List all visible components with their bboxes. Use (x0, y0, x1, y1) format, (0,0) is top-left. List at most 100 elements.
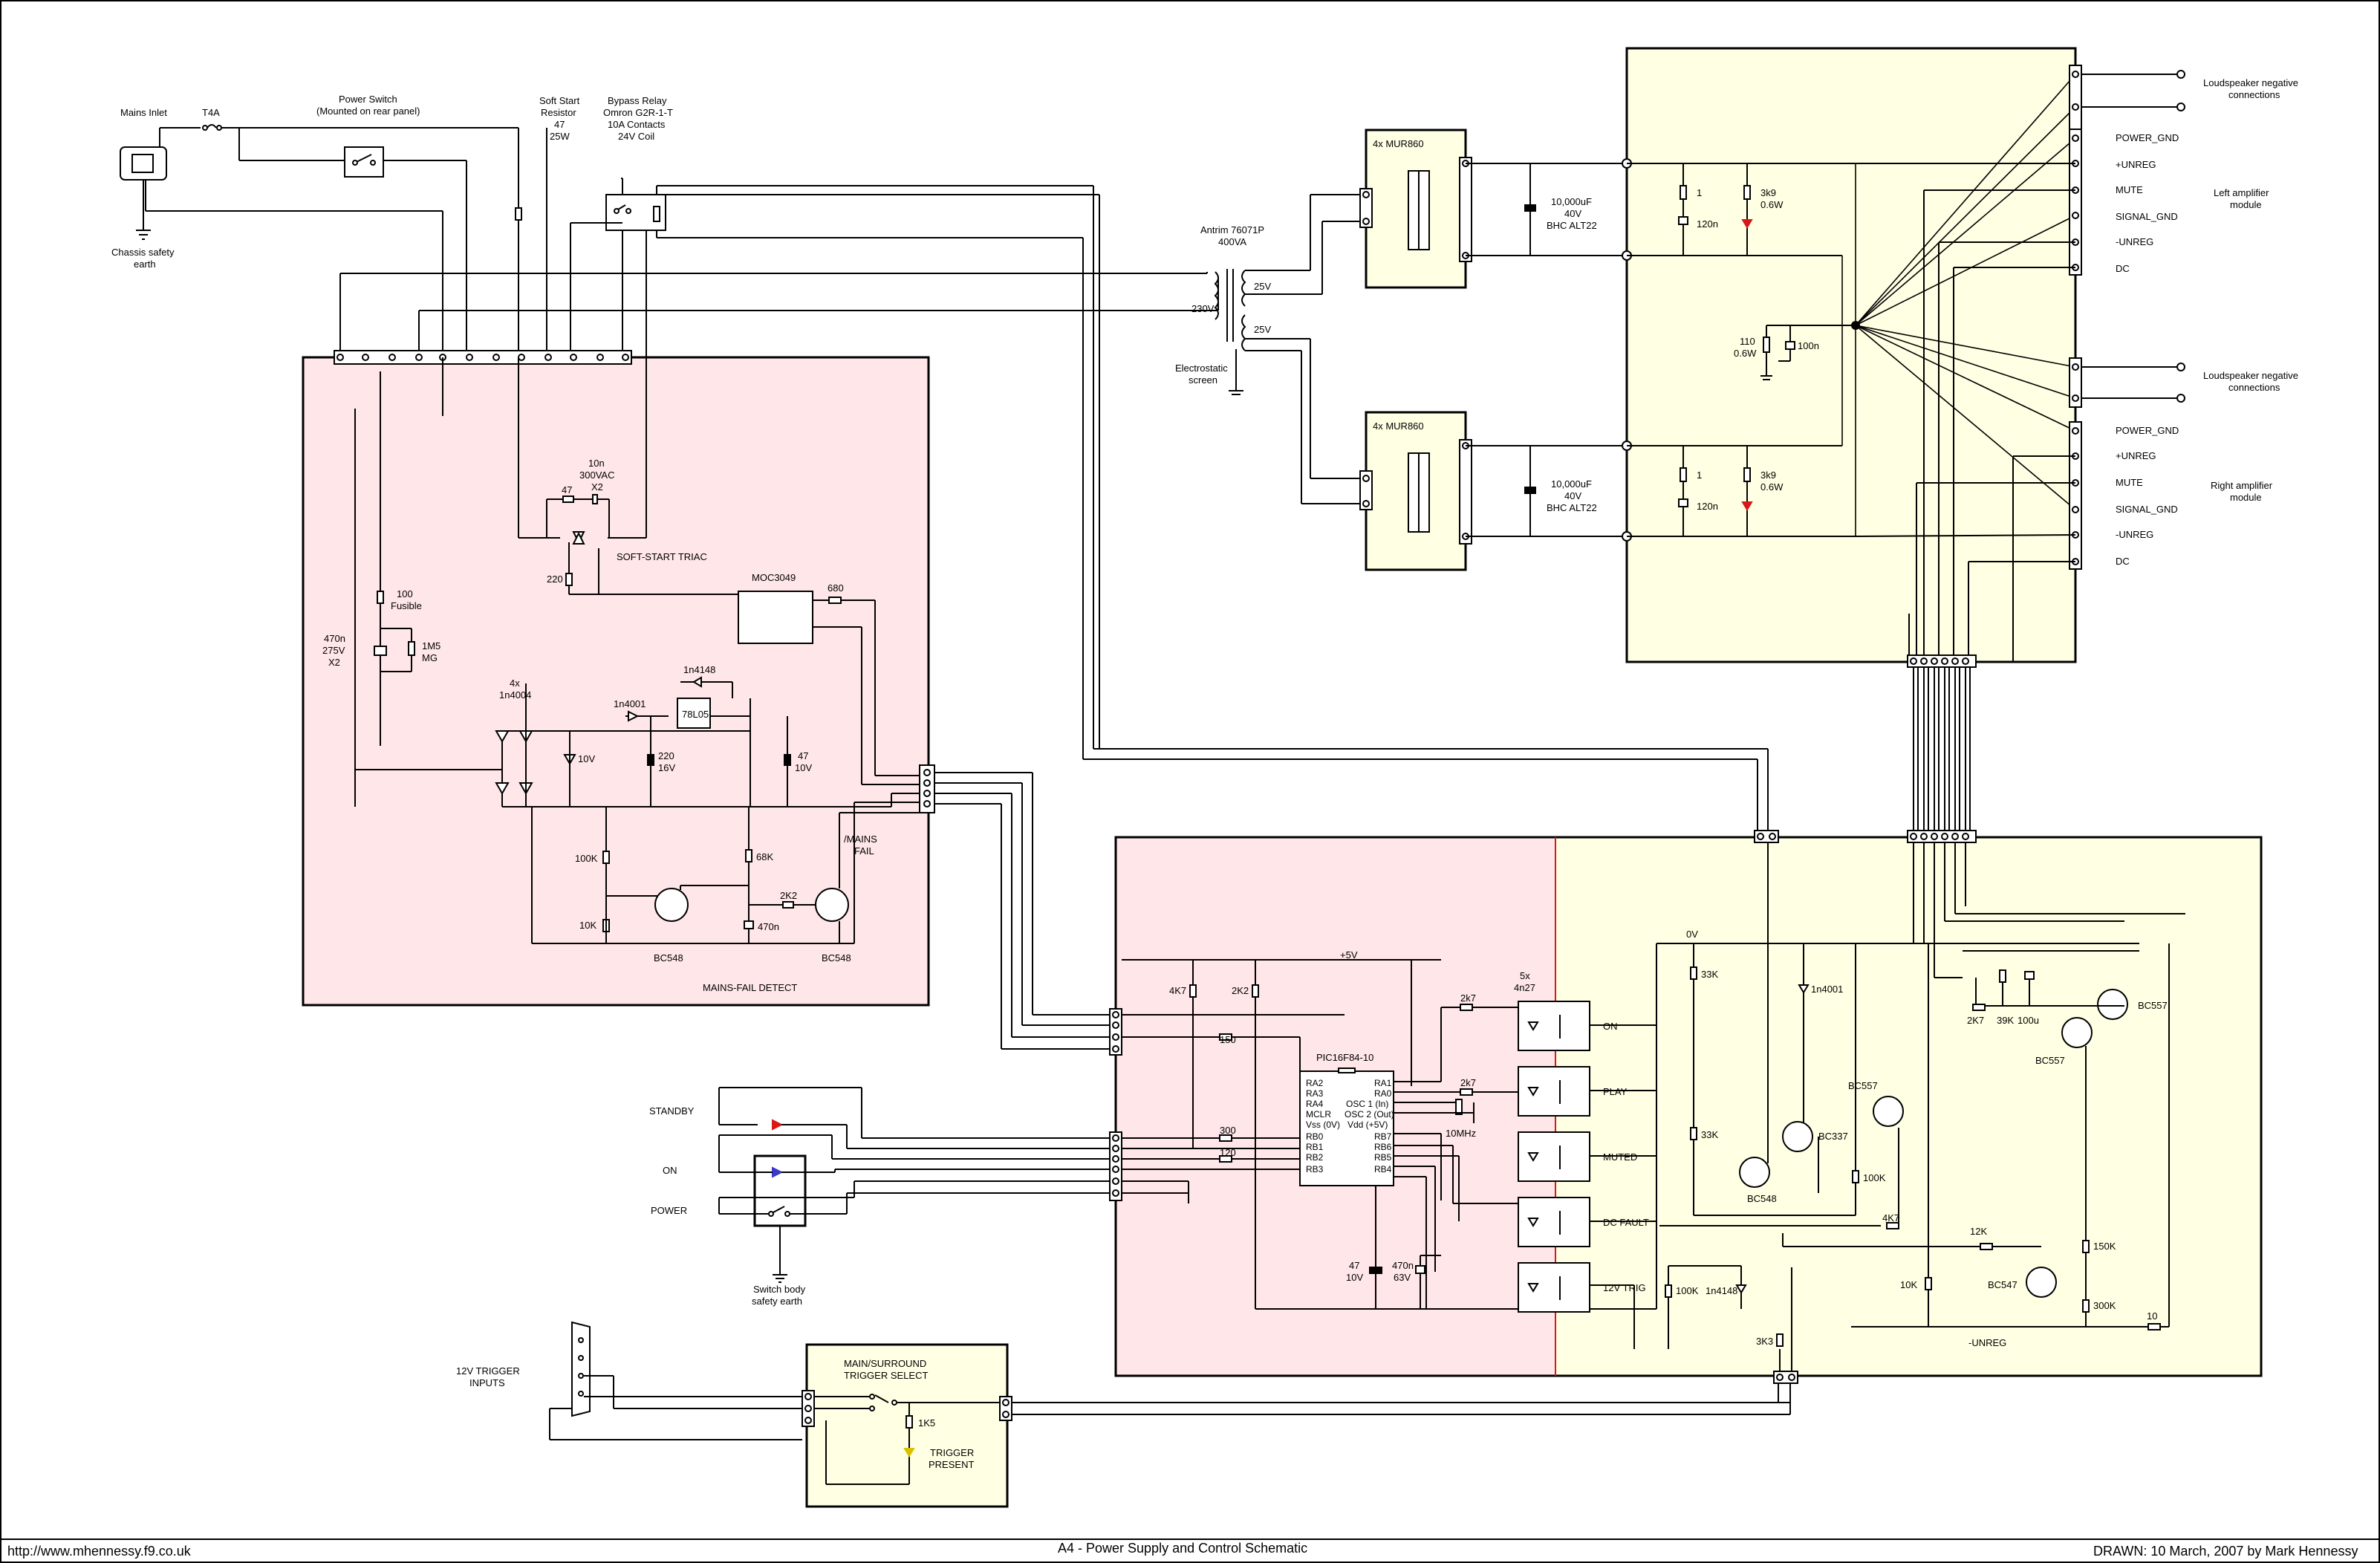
trigger-present-2: PRESENT (929, 1459, 974, 1470)
pin-l-0: RA2 (1306, 1078, 1324, 1088)
c470n-2: 275V (322, 645, 345, 656)
channel-muted: MUTED (1603, 1151, 1637, 1163)
power-switch-label-1: Power Switch (339, 94, 397, 105)
switch-earth-1: Switch body (753, 1284, 806, 1295)
controller-wiring (1122, 959, 1518, 1310)
cap-bottom-3: BHC ALT22 (1547, 502, 1597, 513)
r2k7a-label: 2k7 (1460, 992, 1476, 1004)
r2k2-ctl-label: 2K2 (1232, 985, 1249, 996)
c470n-b-label: 470n (758, 921, 779, 932)
pin-r-1: RA0 (1374, 1088, 1392, 1099)
q2-label: BC548 (822, 952, 851, 964)
cap-top-1: 10,000uF (1551, 196, 1592, 207)
q-bc557b: BC557 (2035, 1055, 2065, 1066)
r68k-label: 68K (756, 851, 773, 862)
trigger-inputs-1: 12V TRIGGER (456, 1365, 520, 1377)
r1-bottom: 1 (1697, 469, 1702, 481)
c-star: 100n (1798, 340, 1819, 351)
mains-fail-title: MAINS-FAIL DETECT (703, 982, 797, 993)
r100-1: 100 (397, 588, 413, 599)
r100k-b: 100K (1676, 1285, 1699, 1296)
pin-r-8: RB4 (1374, 1164, 1392, 1174)
r1m5-1: 1M5 (422, 640, 440, 651)
star-ground-fan (1841, 74, 2076, 536)
bypass-relay-label-4: 24V Coil (618, 131, 654, 142)
triac-label: SOFT-START TRIAC (617, 551, 707, 562)
right-module-1: Right amplifier (2211, 480, 2273, 491)
bridge-top-label: 4x MUR860 (1373, 138, 1424, 149)
left-conn-0: POWER_GND (2116, 132, 2179, 143)
pin-l-2: RA4 (1306, 1099, 1324, 1109)
diodes-1: 4x (510, 677, 520, 689)
pin-l-7: RB2 (1306, 1152, 1324, 1163)
left-amp-terminals (1856, 65, 2185, 661)
mains-fail-circuit (354, 357, 935, 944)
q-bc547: BC547 (1988, 1279, 2018, 1290)
r10k-ctl: 10K (1900, 1279, 1917, 1290)
d1n4148-ctl: 1n4148 (1706, 1285, 1737, 1296)
speaker-neg-bottom-1: Loudspeaker negative (2203, 370, 2298, 381)
speaker-neg-bottom-2: connections (2228, 382, 2280, 393)
mains-terminal-strip (334, 350, 632, 365)
r2k7b-label: 2k7 (1460, 1077, 1476, 1088)
c470n-3: X2 (328, 657, 340, 668)
channel-play: PLAY (1603, 1086, 1628, 1097)
r33k-b: 33K (1701, 1129, 1718, 1140)
transformer (1082, 186, 1366, 759)
mains-wiring (120, 124, 1218, 357)
footer-url: http://www.mhennessy.f9.co.uk (7, 1544, 192, 1559)
r10k-label: 10K (579, 920, 596, 931)
r-star-1: 110 (1740, 336, 1755, 347)
pin-r-7: RB5 (1374, 1152, 1392, 1163)
bridge-bottom-label: 4x MUR860 (1373, 420, 1424, 432)
speaker-neg-top-1: Loudspeaker negative (2203, 77, 2298, 88)
c47-ctl-1: 47 (1349, 1260, 1359, 1271)
pin-r-3: OSC 2 (Out) (1345, 1109, 1394, 1120)
r-led-bottom-2: 0.6W (1760, 481, 1784, 493)
c100u-label: 100u (2018, 1015, 2039, 1026)
diodes-2: 1n4004 (499, 689, 531, 701)
soft-start-label-3: 47 (554, 119, 565, 130)
r1m5-2: MG (422, 652, 438, 663)
d1n4001-ctl: 1n4001 (1811, 984, 1843, 995)
r300-label: 300 (1220, 1125, 1236, 1136)
opto-label: MOC3049 (752, 572, 796, 583)
right-conn-2: MUTE (2116, 477, 2143, 488)
primary-voltage: 230V (1191, 303, 1215, 314)
xtal-label: 10MHz (1446, 1128, 1476, 1139)
transformer-label-1: Antrim 76071P (1200, 224, 1264, 235)
screen-label-2: screen (1189, 374, 1217, 386)
trigger-inputs-2: INPUTS (469, 1377, 505, 1388)
cx2-1: 10n (588, 458, 605, 469)
r1k5-label: 1K5 (918, 1417, 935, 1429)
q-bc337: BC337 (1818, 1131, 1848, 1142)
power-switch-label-2: (Mounted on rear panel) (316, 105, 420, 117)
c220-2: 16V (658, 762, 675, 773)
left-conn-5: DC (2116, 263, 2130, 274)
r220-label: 220 (547, 573, 563, 585)
mains-inlet-label: Mains Inlet (120, 107, 167, 118)
mains-fail-sig-2: FAIL (854, 845, 874, 857)
z10v-label: 10V (578, 753, 595, 764)
q-bc557c: BC557 (2138, 1000, 2168, 1011)
pin-r-0: RA1 (1374, 1078, 1392, 1088)
pin-l-1: RA3 (1306, 1088, 1324, 1099)
r120-label: 120 (1220, 1147, 1236, 1158)
footer-title: A4 - Power Supply and Control Schematic (1058, 1541, 1307, 1556)
opto-caps-2: 4n27 (1514, 982, 1535, 993)
unreg-label: -UNREG (1968, 1337, 2006, 1348)
front-panel-wiring (718, 1087, 1110, 1283)
transformer-label-2: 400VA (1218, 236, 1246, 247)
channel-dc-fault: DC FAULT (1603, 1217, 1649, 1228)
r100k-label: 100K (575, 853, 598, 864)
right-module-2: module (2230, 492, 2262, 503)
amplifier-supply-panel (1625, 47, 2077, 663)
soft-start-label-4: 25W (550, 131, 570, 142)
pin-l-3: MCLR (1306, 1109, 1331, 1120)
channel-12v-trig: 12V TRIG (1603, 1282, 1646, 1293)
optocouplers (1518, 1001, 1590, 1313)
mains-fail-sig-1: /MAINS (844, 834, 877, 845)
cx2-3: X2 (591, 481, 603, 493)
cap-bottom-1: 10,000uF (1551, 478, 1592, 490)
